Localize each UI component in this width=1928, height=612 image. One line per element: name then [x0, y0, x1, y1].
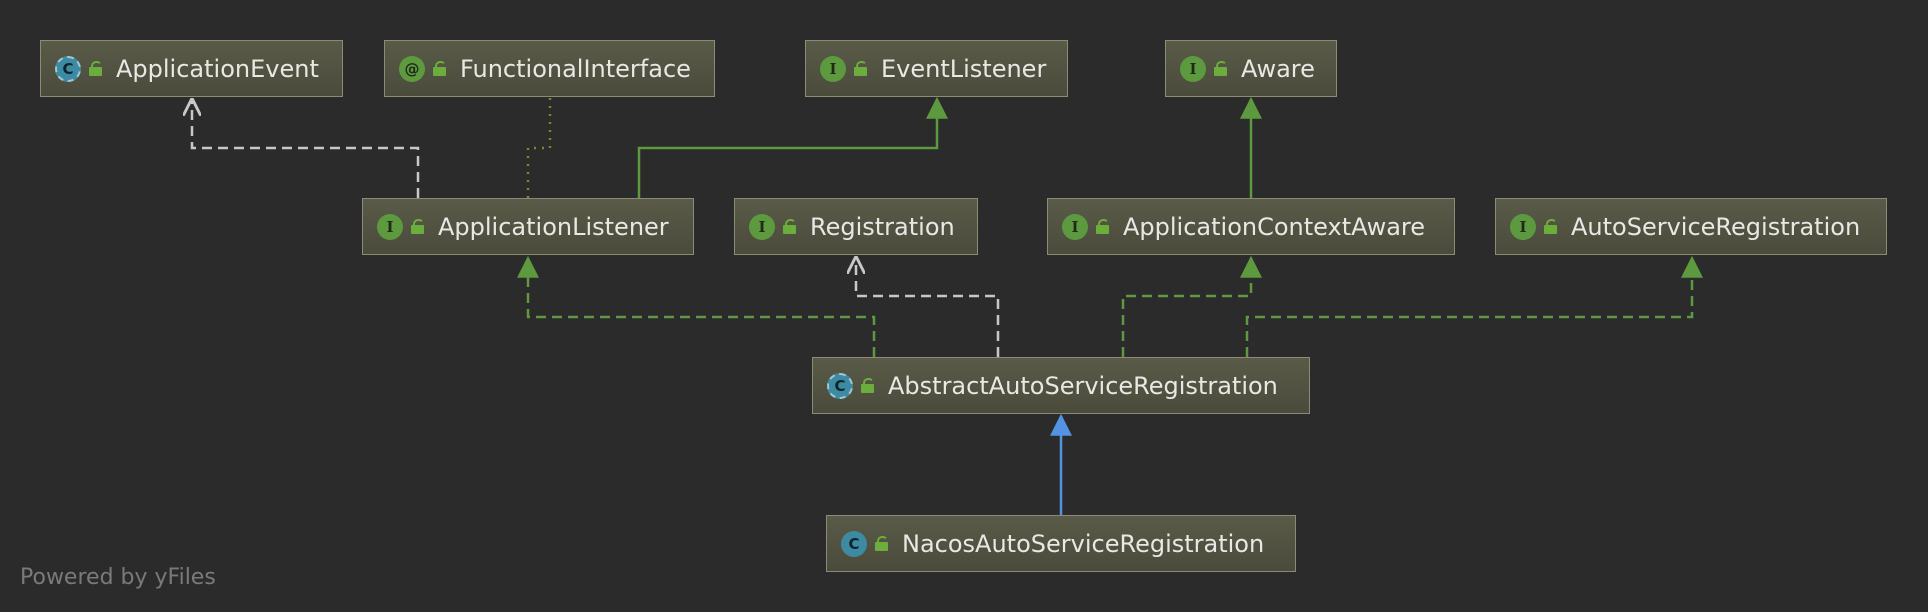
- node-abstract-auto-service-registration[interactable]: C AbstractAutoServiceRegistration: [812, 357, 1310, 414]
- node-label: ApplicationContextAware: [1123, 212, 1426, 241]
- node-application-listener[interactable]: I ApplicationListener: [362, 198, 694, 255]
- node-application-event[interactable]: C ApplicationEvent: [40, 40, 343, 97]
- class-icon: C: [827, 372, 853, 399]
- lock-icon: [89, 61, 102, 76]
- edge-abstract-to-registration: [856, 258, 1000, 357]
- lock-icon: [433, 61, 446, 76]
- node-functional-interface[interactable]: @ FunctionalInterface: [384, 40, 715, 97]
- edge-abstract-to-application-context-aware: [1121, 255, 1262, 357]
- class-icon: C: [841, 530, 867, 557]
- node-label: Aware: [1241, 54, 1315, 83]
- node-event-listener[interactable]: I EventListener: [805, 40, 1068, 97]
- node-auto-service-registration[interactable]: I AutoServiceRegistration: [1495, 198, 1887, 255]
- node-label: EventListener: [881, 54, 1047, 83]
- node-application-context-aware[interactable]: I ApplicationContextAware: [1047, 198, 1455, 255]
- lock-icon: [875, 536, 888, 551]
- lock-icon: [1214, 61, 1227, 76]
- node-label: AbstractAutoServiceRegistration: [888, 371, 1278, 400]
- annotation-icon: @: [399, 55, 425, 82]
- lock-icon: [783, 219, 796, 234]
- class-icon: C: [55, 55, 81, 82]
- interface-icon: I: [749, 213, 775, 240]
- lock-icon: [1544, 219, 1557, 234]
- lock-icon: [854, 61, 867, 76]
- node-label: Registration: [810, 212, 955, 241]
- edge-application-listener-to-event-listener: [637, 96, 948, 198]
- node-nacos-auto-service-registration[interactable]: C NacosAutoServiceRegistration: [826, 515, 1296, 572]
- edge-abstract-to-application-listener: [517, 255, 876, 357]
- interface-icon: I: [1180, 55, 1206, 82]
- node-label: NacosAutoServiceRegistration: [902, 529, 1265, 558]
- lock-icon: [1096, 219, 1109, 234]
- interface-icon: I: [1510, 213, 1536, 240]
- interface-icon: I: [1062, 213, 1088, 240]
- node-registration[interactable]: I Registration: [734, 198, 978, 255]
- edge-abstract-to-auto-service-registration: [1245, 255, 1703, 357]
- lock-icon: [411, 219, 424, 234]
- node-label: ApplicationEvent: [116, 54, 319, 83]
- interface-icon: I: [820, 55, 846, 82]
- node-label: ApplicationListener: [438, 212, 669, 241]
- node-label: FunctionalInterface: [460, 54, 691, 83]
- lock-icon: [861, 378, 874, 393]
- edge-application-listener-to-application-event: [192, 100, 420, 198]
- edge-application-listener-to-functional-interface: [526, 98, 552, 198]
- interface-icon: I: [377, 213, 403, 240]
- node-label: AutoServiceRegistration: [1571, 212, 1861, 241]
- powered-by-footer: Powered by yFiles: [20, 565, 216, 590]
- node-aware[interactable]: I Aware: [1165, 40, 1337, 97]
